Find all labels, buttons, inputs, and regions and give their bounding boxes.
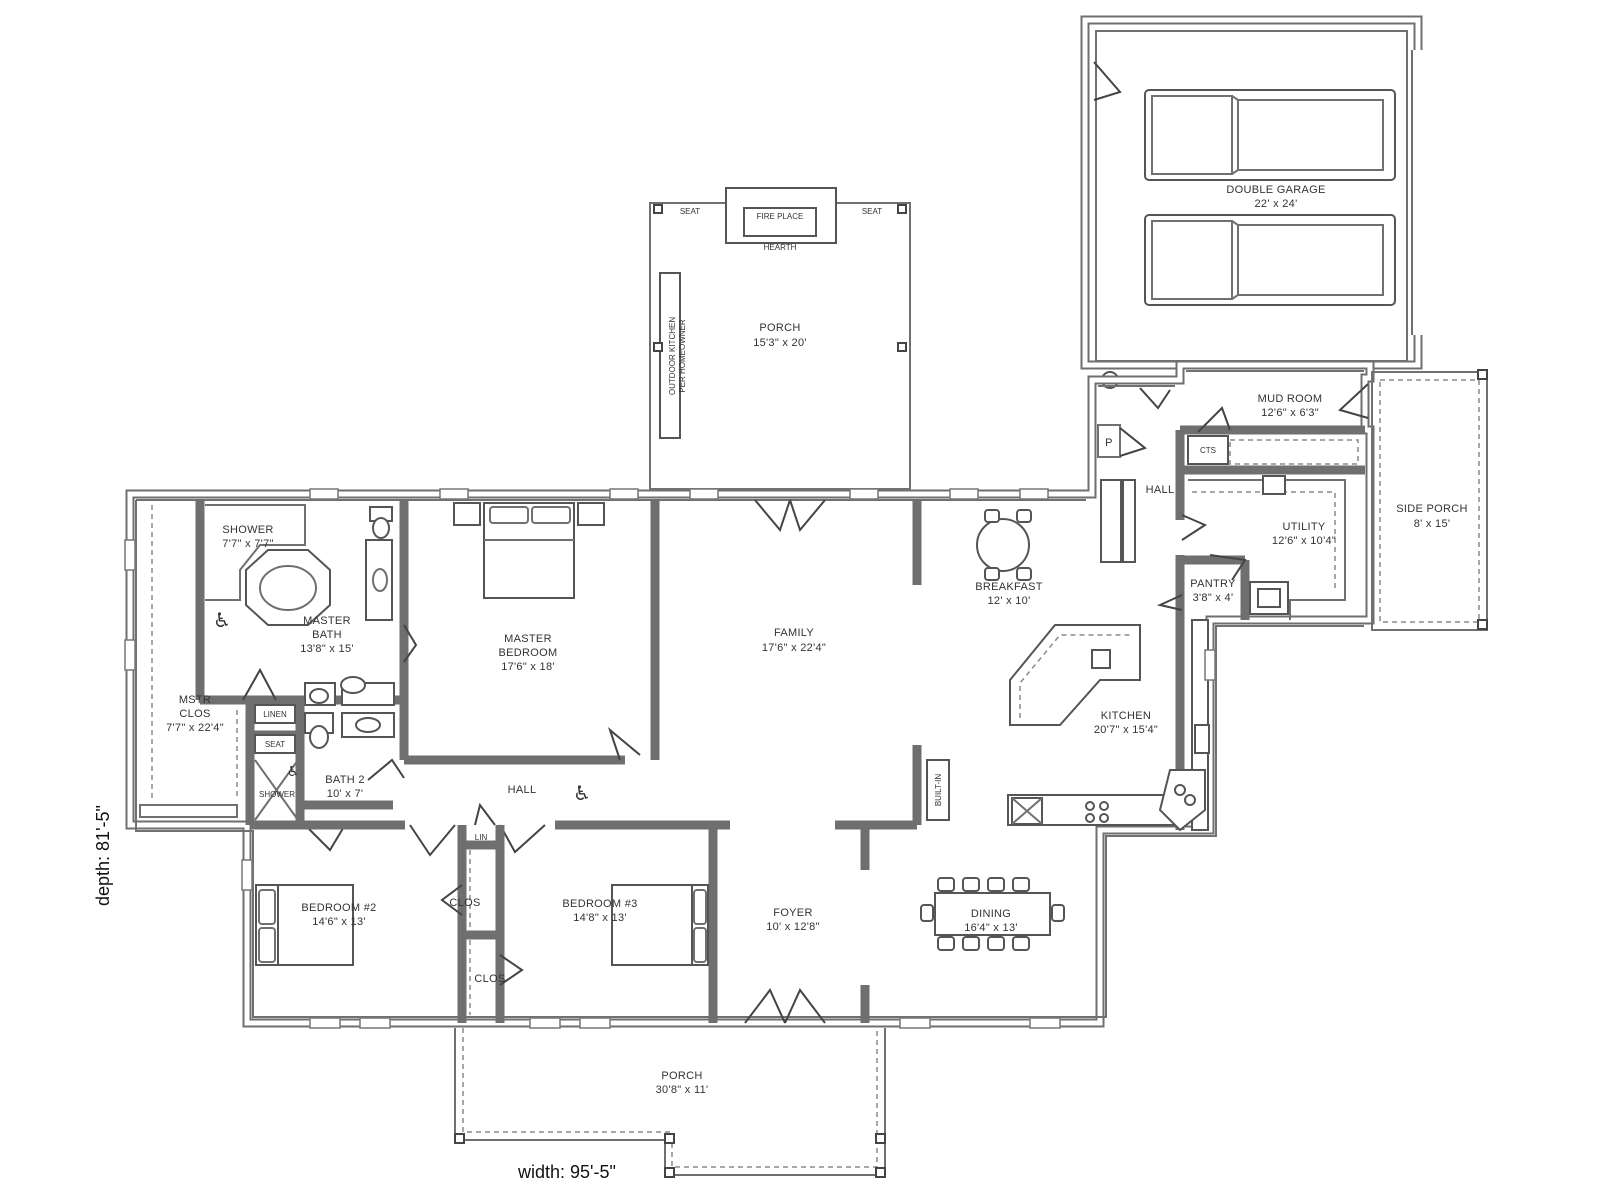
room-size: 12'6" x 6'3" <box>1261 407 1319 419</box>
bed-icon <box>453 502 605 599</box>
bed-icon <box>255 884 354 966</box>
room-size: 14'8" x 13' <box>573 912 627 924</box>
front-porch: PORCH 30'8" x 11' <box>454 1028 886 1178</box>
exterior-walls <box>125 360 1375 1028</box>
foyer-dining: FOYER 10' x 12'8" DINING 16'4" x 13' <box>744 877 1065 1024</box>
room-size: 10' x 7' <box>327 788 364 800</box>
upper-hall: P HALL <box>1097 387 1175 563</box>
room-name: BATH <box>312 629 342 641</box>
wheelchair-icon: ♿ <box>213 608 231 632</box>
seat-label: SEAT <box>862 207 882 216</box>
room-size: 7'7" x 7'7" <box>222 538 273 550</box>
room-name: UTILITY <box>1282 521 1325 533</box>
cts-label: CTS <box>1200 446 1216 455</box>
room-size: 20'7" x 15'4" <box>1094 724 1158 736</box>
rear-porch: FIRE PLACE HEARTH SEAT SEAT OUTDOOR KITC… <box>649 187 911 490</box>
room-size: 10' x 12'8" <box>766 921 820 933</box>
room-name: MASTER <box>303 615 351 627</box>
service-wing: CTS MUD ROOM 12'6" x 6'3" UTILITY 12'6" … <box>1156 393 1365 830</box>
bedrooms: LIN CLOS CLOS BEDROOM #2 14'6" x 13' BED… <box>255 825 718 1023</box>
windows <box>124 488 1216 1029</box>
wheelchair-icon: ♿ <box>573 781 591 805</box>
room-name: SHOWER <box>222 524 273 536</box>
room-name: DINING <box>971 908 1011 920</box>
closet-p-label: P <box>1105 437 1113 449</box>
room-name: BEDROOM <box>499 647 558 659</box>
seat-label: SEAT <box>265 740 285 749</box>
room-name: HALL <box>508 784 537 796</box>
room-size: 30'8" x 11' <box>656 1084 709 1096</box>
garage: DOUBLE GARAGE 22' x 24' <box>1080 15 1424 389</box>
built-in-label: BUILT-IN <box>934 774 943 807</box>
room-size: 12' x 10' <box>988 595 1031 607</box>
car-icon <box>1144 214 1396 306</box>
room-name: BATH 2 <box>325 774 365 786</box>
room-size: 14'6" x 13' <box>312 916 366 928</box>
room-name: PORCH <box>759 322 800 334</box>
room-size: 3'8" x 4' <box>1193 592 1234 604</box>
breakfast: BREAKFAST 12' x 10' <box>975 509 1043 607</box>
room-name: PANTRY <box>1190 578 1236 590</box>
kitchen: KITCHEN 20'7" x 15'4" <box>1007 619 1210 832</box>
room-name: FOYER <box>773 907 812 919</box>
room-name: BEDROOM #3 <box>562 898 637 910</box>
width-dimension: width: 95'-5" <box>517 1162 616 1182</box>
depth-dimension: depth: 81'-5" <box>93 805 113 906</box>
room-size: 7'7" x 22'4" <box>166 722 224 734</box>
room-name: CLOS <box>179 708 210 720</box>
room-name: BREAKFAST <box>975 581 1043 593</box>
fireplace-label: FIRE PLACE <box>757 212 804 221</box>
seat-label: SEAT <box>680 207 700 216</box>
room-size: 13'8" x 15' <box>300 643 354 655</box>
room-size: 22' x 24' <box>1255 198 1298 210</box>
room-name: DOUBLE GARAGE <box>1226 184 1325 196</box>
room-name: BEDROOM #2 <box>301 902 376 914</box>
door-swing <box>1093 61 1122 101</box>
room-name: MUD ROOM <box>1258 393 1323 405</box>
room-size: 12'6" x 10'4" <box>1272 535 1336 547</box>
outdoor-kitchen-label: OUTDOOR KITCHEN <box>668 317 677 395</box>
linen-label: LINEN <box>263 710 287 719</box>
closet-label: CLOS <box>474 973 505 985</box>
hearth-label: HEARTH <box>764 243 797 252</box>
room-name: MSTR <box>179 694 211 706</box>
wheelchair-icon: ♿ <box>287 764 300 780</box>
master-suite: MSTR CLOS 7'7" x 22'4" SHOWER 7'7" x 7'7… <box>139 500 660 825</box>
closet-label: CLOS <box>449 897 480 909</box>
family-room: BUILT-IN FAMILY 17'6" x 22'4" <box>754 499 950 825</box>
side-porch: SIDE PORCH 8' x 15' <box>1338 369 1488 631</box>
dining-table-icon <box>920 877 1065 951</box>
shower-label: SHOWER <box>259 790 295 799</box>
bed-icon <box>611 884 709 966</box>
bath-2: LINEN SEAT SHOWER ♿ BATH 2 10' x 7' <box>250 700 405 852</box>
room-size: 16'4" x 13' <box>964 922 1018 934</box>
room-name: FAMILY <box>774 627 814 639</box>
room-name: SIDE PORCH <box>1396 503 1467 515</box>
room-size: 15'3" x 20' <box>753 337 807 349</box>
outdoor-kitchen-note: PER HOMEOWNER <box>678 319 687 393</box>
lower-hall: HALL ♿ <box>250 781 917 870</box>
room-name: PORCH <box>661 1070 702 1082</box>
car-icon <box>1144 89 1396 181</box>
room-size: 17'6" x 22'4" <box>762 642 826 654</box>
room-name: KITCHEN <box>1101 710 1151 722</box>
room-name: HALL <box>1146 484 1175 496</box>
room-size: 17'6" x 18' <box>501 661 555 673</box>
room-name: MASTER <box>504 633 552 645</box>
room-size: 8' x 15' <box>1414 518 1451 530</box>
lin-label: LIN <box>475 833 488 842</box>
